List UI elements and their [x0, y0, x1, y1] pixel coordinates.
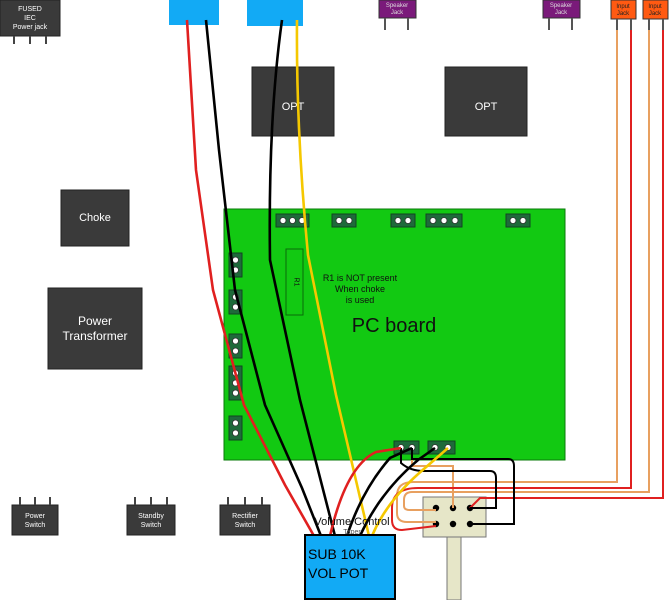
terminal-block	[275, 213, 310, 228]
blue-connector-right	[247, 0, 303, 26]
volume-control-label: Volume Control	[314, 516, 389, 528]
board-note-line-2: When choke	[335, 284, 385, 294]
r1-label: R1	[293, 278, 300, 287]
black-wire	[268, 19, 337, 537]
speaker-jack-2-line-1: Speaker	[550, 3, 572, 9]
speaker-jack-2-line-2: Jack	[555, 10, 568, 16]
power-switch: Power Switch	[11, 497, 59, 536]
rectifier-switch: Rectifier Switch	[219, 497, 271, 536]
sub-vol-pot: SUB 10K VOL POT	[304, 534, 396, 600]
board-note-line-3: is used	[346, 295, 375, 305]
input-jack-2-line-2: Jack	[649, 11, 662, 17]
iec-line-3: Power jack	[13, 24, 48, 31]
orange-wire	[403, 30, 650, 511]
opt-left: OPT	[251, 66, 335, 137]
input-jack-1-line-2: Jack	[617, 11, 630, 17]
black-wire	[358, 446, 436, 537]
opt-right-label: OPT	[475, 101, 498, 113]
choke: Choke	[60, 189, 130, 247]
terminal-block	[228, 333, 243, 359]
board-note-line-1: R1 is NOT present	[323, 273, 398, 283]
volume-control-sublabel: Taper	[343, 529, 361, 536]
black-wire	[345, 446, 413, 537]
opt-right: OPT	[444, 66, 528, 137]
yellow-wire	[370, 447, 449, 537]
terminal-block	[228, 415, 243, 441]
standby-switch-line-2: Switch	[141, 522, 162, 529]
power-switch-line-2: Switch	[25, 522, 46, 529]
iec-line-2: IEC	[24, 15, 36, 22]
iec-line-1: FUSED	[18, 6, 42, 13]
pc-board-label: PC board	[352, 315, 437, 337]
red-wire	[185, 19, 316, 537]
volume-control-pot	[422, 496, 487, 600]
red-wire	[391, 30, 632, 532]
speaker-jack-1-line-2: Jack	[391, 10, 404, 16]
input-jack-2: Input Jack	[642, 0, 669, 30]
opt-left-label: OPT	[282, 101, 305, 113]
terminal-block	[390, 213, 416, 228]
speaker-jack-2: Speaker Jack	[542, 0, 581, 30]
sub-pot-line-2: VOL POT	[308, 565, 369, 581]
standby-switch-line-1: Standby	[138, 513, 164, 520]
choke-label: Choke	[79, 212, 111, 224]
r1-resistor: R1	[285, 248, 304, 316]
speaker-jack-1: Speaker Jack	[378, 0, 417, 30]
iec-power-jack: FUSED IEC Power jack	[0, 0, 61, 44]
rectifier-switch-line-1: Rectifier	[232, 513, 258, 520]
pc-board: R1 R1 is NOT present When choke is used …	[223, 208, 566, 461]
sub-pot-line-1: SUB 10K	[308, 546, 366, 562]
input-jack-1: Input Jack	[610, 0, 637, 30]
red-wire	[469, 30, 664, 509]
black-wire	[400, 448, 497, 509]
yellow-wire	[295, 19, 371, 537]
terminal-block	[331, 213, 357, 228]
input-jack-1-line-1: Input	[616, 4, 630, 10]
terminal-block	[228, 365, 243, 401]
power-transformer: Power Transformer	[47, 287, 143, 370]
speaker-jack-1-line-1: Speaker	[386, 3, 408, 9]
blue-connector-left	[169, 0, 219, 25]
black-wire	[204, 19, 323, 537]
power-switch-line-1: Power	[25, 513, 46, 520]
red-input-wires	[391, 30, 664, 532]
power-transformer-line-2: Transformer	[63, 329, 128, 343]
terminal-block	[425, 213, 463, 228]
rectifier-switch-line-2: Switch	[235, 522, 256, 529]
power-transformer-line-1: Power	[78, 314, 112, 328]
terminal-block	[505, 213, 531, 228]
input-jack-2-line-1: Input	[648, 4, 662, 10]
black-wire	[411, 448, 515, 525]
red-wire	[328, 446, 402, 537]
standby-switch: Standby Switch	[126, 497, 176, 536]
black-pot-wires	[400, 448, 515, 525]
